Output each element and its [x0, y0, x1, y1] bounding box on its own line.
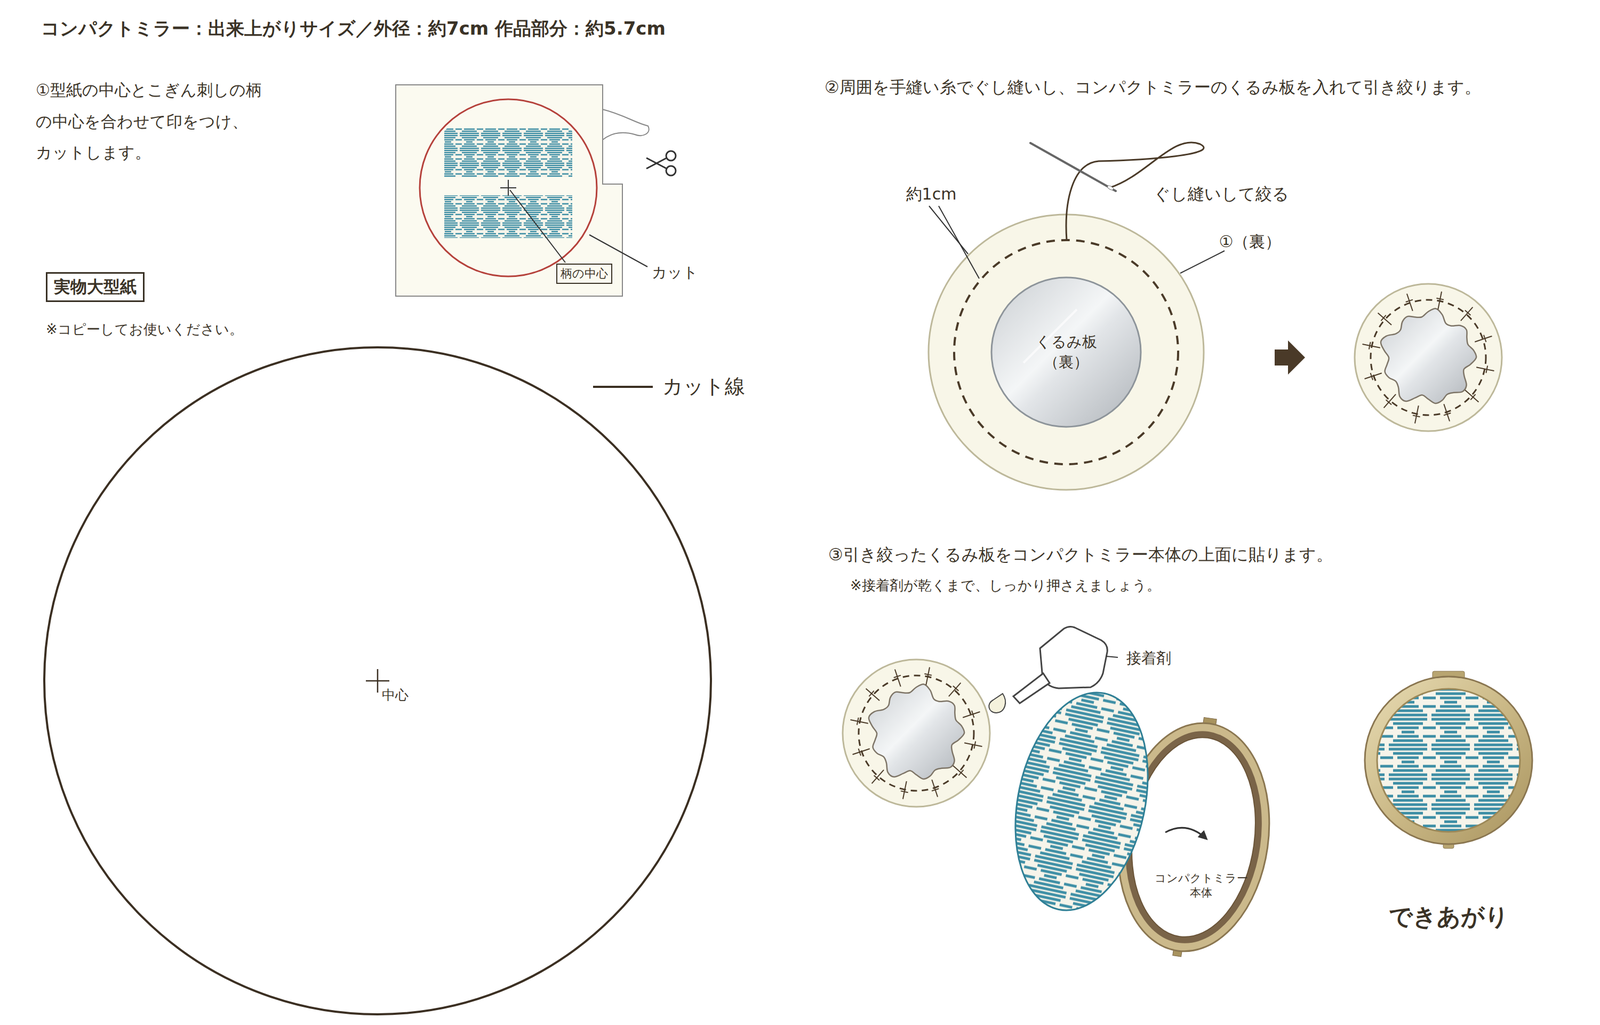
fabric-inset: [395, 84, 650, 296]
needle-and-thread-part: [1106, 184, 1114, 191]
legend-swatch-part: [593, 385, 653, 388]
fabric-circle-part: [929, 205, 968, 254]
legend-entry: カット線: [592, 371, 746, 402]
node-text: くるみ板 （裏）: [1026, 331, 1107, 373]
callout-label: 接着剤: [1126, 646, 1172, 670]
fabric-inset-part-part: [444, 195, 573, 238]
cut-circle-part: [44, 347, 711, 1014]
turn-arrow: [1165, 827, 1207, 839]
cover-board: くるみ板 （裏）: [989, 275, 1143, 429]
needle-and-thread-part: [1030, 142, 1116, 191]
scissors-part: [666, 165, 676, 176]
legend-text: カット線: [662, 371, 746, 402]
glue-bottle-part: [1040, 626, 1108, 688]
title: コンパクトミラー：出来上がりサイズ／外径：約7cm 作品部分：約5.7cm: [41, 14, 666, 43]
scissors-part: [666, 150, 676, 161]
step-text: ②周囲を手縫い糸でぐし縫いし、コンパクトミラーのくるみ板を入れて引き絞ります。: [824, 74, 1588, 100]
gathered-circle: [1354, 283, 1502, 431]
callout-label: ぐし縫いして絞る: [1153, 181, 1290, 207]
fabric-inset-part: [419, 99, 597, 277]
fabric-circle-part: [928, 214, 1204, 490]
node-text: 柄の中心: [560, 265, 608, 282]
step-text: ①型紙の中心とこぎん刺しの柄 の中心を合わせて印をつけ、 カットします。: [35, 74, 356, 169]
finished-mirror: [1364, 670, 1533, 848]
dimension: 約1cm: [906, 181, 957, 206]
scissors-part: [646, 157, 667, 169]
callout-label: カット: [651, 261, 699, 284]
step-text: ③引き絞ったくるみ板をコンパクトミラー本体の上面に貼ります。: [828, 541, 1591, 567]
fabric-inset-part: [589, 234, 648, 267]
step-arrow: [1274, 340, 1306, 375]
fabric-circle-part: [1180, 250, 1225, 274]
fabric-inset-part: [507, 179, 509, 196]
fabric-inset-part: [509, 189, 566, 263]
finished-mirror-part: [1377, 688, 1520, 832]
scissors: [646, 150, 676, 176]
fabric-inset-part: [444, 128, 573, 238]
mirror-board-part: [991, 277, 1141, 427]
glue-bottle-part: [1013, 673, 1050, 703]
mirror-board: [989, 275, 1143, 429]
fabric-inset-part-part: [444, 128, 573, 178]
glue-bottle-part: [988, 693, 1006, 713]
note: ※コピーしてお使いください。: [45, 318, 377, 340]
cut-circle-part: [377, 668, 379, 693]
result-label: できあがり: [1388, 900, 1509, 932]
fabric-circle: [928, 205, 1225, 490]
node-text: 実物大型紙: [53, 275, 137, 299]
fabric-inset-part: [602, 109, 650, 140]
fabric-circle-part: [938, 205, 980, 279]
heading-box: 実物大型紙: [45, 272, 145, 302]
fabric-circle-part: [954, 240, 1179, 464]
callout-label: ①（裏）: [1219, 229, 1282, 254]
scissors-part: [646, 157, 667, 169]
glue-bottle-part: [1106, 656, 1118, 658]
gathered-circle: [842, 659, 990, 807]
part-label: コンパクトミラー 本体: [1153, 870, 1250, 901]
node-text: 中心: [381, 685, 409, 704]
fabric-inset-part: [395, 84, 623, 296]
cut-circle: [42, 345, 713, 1016]
note: ※接着剤が乾くまで、しっかり押さえましょう。: [850, 574, 1491, 596]
callout-box: 柄の中心: [556, 263, 613, 284]
legend-swatch: [592, 381, 654, 392]
finished-mirror-part: [1364, 676, 1533, 844]
pattern-template: 中心: [42, 345, 713, 1016]
covered-board: [996, 680, 1167, 923]
